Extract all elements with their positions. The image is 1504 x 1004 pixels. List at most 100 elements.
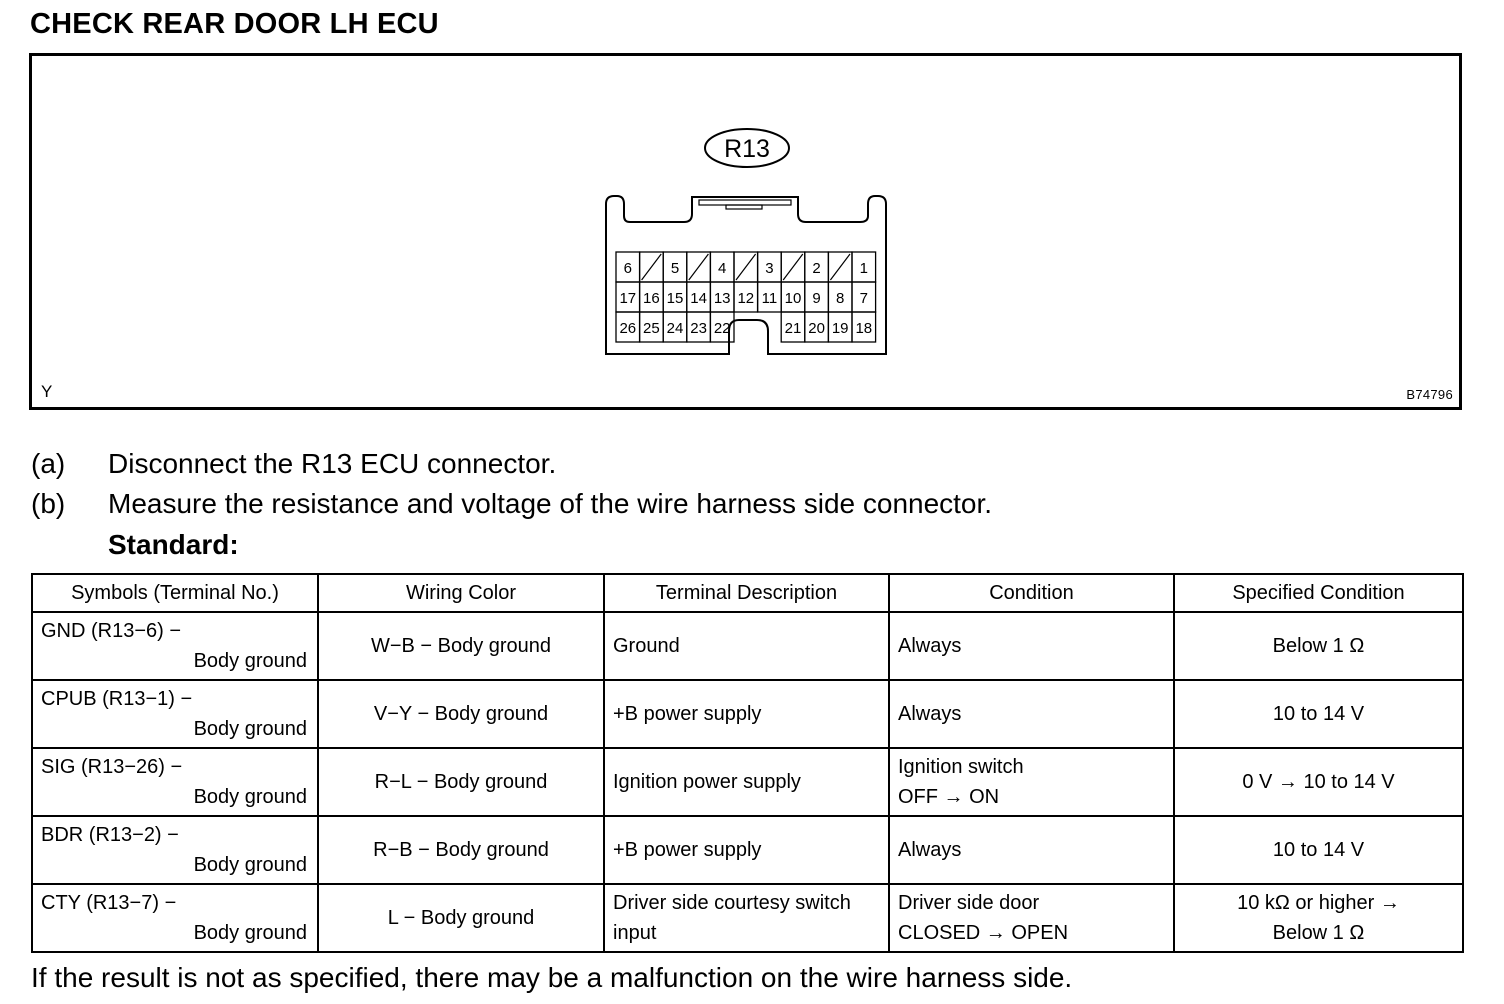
condition-line: OFF → ON — [898, 786, 1000, 808]
symbol-cell: CPUB (R13−1) −Body ground — [31, 679, 319, 749]
condition-cell: Always — [888, 679, 1175, 749]
standard-label: Standard: — [108, 529, 239, 560]
symbol-cell: BDR (R13−2) − Body ground — [31, 815, 319, 885]
wiring-color-cell: W−B − Body ground — [317, 611, 605, 681]
column-header: Terminal Description — [603, 573, 890, 613]
terminal-number: 20 — [808, 320, 825, 337]
wiring-color-cell: R−L − Body ground — [317, 747, 605, 817]
column-header: Specified Condition — [1173, 573, 1464, 613]
description-cell: Ignition power supply — [603, 747, 890, 817]
symbol-line: CPUB (R13−1) − — [41, 688, 193, 710]
step-text: Disconnect the R13 ECU connector. — [108, 448, 557, 479]
wiring-color-cell: L − Body ground — [317, 883, 605, 953]
terminal-number: 22 — [714, 320, 731, 337]
description-cell: +B power supply — [603, 815, 890, 885]
symbol-cell: SIG (R13−26) − Body ground — [31, 747, 319, 817]
terminal-number: 18 — [855, 320, 872, 337]
spec-line: 10 kΩ or higher → — [1237, 892, 1400, 914]
column-header: Wiring Color — [317, 573, 605, 613]
spec-table: Symbols (Terminal No.) Wiring Color Term… — [31, 573, 1464, 953]
step-tag: (b) — [31, 488, 66, 519]
symbol-line: SIG (R13−26) − — [41, 756, 183, 778]
footer-note: If the result is not as specified, there… — [31, 962, 1073, 993]
table-header-row: Symbols (Terminal No.) Wiring Color Term… — [31, 573, 1464, 613]
wiring-color-cell: R−B − Body ground — [317, 815, 605, 885]
terminal-number: 17 — [619, 290, 636, 307]
condition-cell: Always — [888, 611, 1175, 681]
description-line: Driver side courtesy switch — [613, 892, 851, 914]
table-row: GND (R13−6) −Body ground W−B − Body grou… — [31, 611, 1464, 681]
description-cell: Ground — [603, 611, 890, 681]
terminal-number: 25 — [643, 320, 660, 337]
symbol-line: Body ground — [193, 718, 307, 740]
description-cell: +B power supply — [603, 679, 890, 749]
terminal-number: 2 — [812, 260, 820, 277]
empty-terminal-slash — [641, 253, 662, 281]
spec-cell: 10 to 14 V — [1173, 679, 1464, 749]
description-line: input — [613, 922, 657, 944]
table-row: CPUB (R13−1) −Body ground V−Y − Body gro… — [31, 679, 1464, 749]
symbol-line: Body ground — [193, 650, 307, 672]
terminal-number: 10 — [785, 290, 802, 307]
terminal-number: 15 — [667, 290, 684, 307]
step-text: Measure the resistance and voltage of th… — [108, 488, 993, 519]
column-header: Condition — [888, 573, 1175, 613]
terminal-number: 1 — [860, 260, 868, 277]
terminal-number: 4 — [718, 260, 726, 277]
spec-cell: 0 V → 10 to 14 V — [1173, 747, 1464, 817]
terminal-number: 7 — [860, 290, 868, 307]
symbol-line: Body ground — [193, 786, 307, 808]
connector-latch — [698, 199, 792, 206]
symbol-line: BDR (R13−2) − — [41, 824, 179, 846]
empty-terminal-slash — [735, 253, 757, 281]
table-row: BDR (R13−2) − Body ground R−B − Body grou… — [31, 815, 1464, 885]
empty-terminal-slash — [829, 253, 851, 281]
terminal-number: 14 — [690, 290, 707, 307]
spec-cell: 10 to 14 V — [1173, 815, 1464, 885]
spec-line: Below 1 Ω — [1272, 922, 1365, 944]
condition-line: Driver side door — [898, 892, 1040, 914]
condition-line: CLOSED → OPEN — [898, 922, 1069, 944]
step-b: (b) Measure the resistance and voltage of… — [31, 488, 992, 520]
step-tag: (a) — [31, 448, 66, 479]
wiring-color-cell: V−Y − Body ground — [317, 679, 605, 749]
terminal-number: 16 — [643, 290, 660, 307]
terminal-number: 21 — [785, 320, 802, 337]
terminal-number: 6 — [624, 260, 632, 277]
connector-label-ellipse — [704, 128, 790, 168]
figure-corner-mark: Y — [41, 382, 53, 401]
terminal-cell — [851, 311, 877, 343]
empty-terminal-slash — [782, 253, 804, 281]
terminal-number: 5 — [671, 260, 679, 277]
condition-line: Ignition switch — [898, 756, 1024, 778]
connector-latch-tab — [725, 204, 763, 210]
terminal-number: 26 — [619, 320, 636, 337]
terminal-cell — [709, 311, 735, 343]
symbol-line: Body ground — [193, 854, 307, 876]
empty-terminal-slash — [688, 253, 709, 281]
spec-cell: Below 1 Ω — [1173, 611, 1464, 681]
condition-cell: Always — [888, 815, 1175, 885]
terminal-number: 24 — [667, 320, 684, 337]
column-header: Symbols (Terminal No.) — [31, 573, 319, 613]
symbol-line: Body ground — [193, 922, 307, 944]
step-a: (a) Disconnect the R13 ECU connector. — [31, 448, 556, 480]
terminal-number: 13 — [714, 290, 731, 307]
terminal-number: 12 — [737, 290, 754, 307]
table-row: CTY (R13−7) − Body ground L − Body ground… — [31, 883, 1464, 953]
spec-cell: 10 kΩ or higher → Below 1 Ω — [1173, 883, 1464, 953]
table-row: SIG (R13−26) − Body ground R−L − Body gro… — [31, 747, 1464, 817]
description-cell: Driver side courtesy switch input — [603, 883, 890, 953]
figure-id: B74796 — [1406, 387, 1453, 402]
symbol-cell: CTY (R13−7) − Body ground — [31, 883, 319, 953]
page-title: CHECK REAR DOOR LH ECU — [30, 8, 439, 40]
terminal-number: 19 — [832, 320, 849, 337]
terminal-number: 23 — [690, 320, 707, 337]
symbol-line: CTY (R13−7) − — [41, 892, 177, 914]
connector-housing — [605, 195, 887, 355]
